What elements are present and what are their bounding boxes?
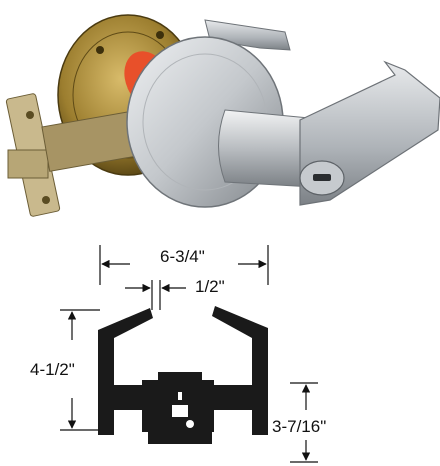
lockset-silhouette: [98, 306, 268, 444]
rose-projection-label: 3-7/16": [272, 417, 326, 436]
lever-gap-label: 1/2": [195, 277, 225, 296]
chassis-notch: [178, 392, 182, 400]
lever-height-label: 4-1/2": [30, 360, 75, 379]
latch-bolt: [7, 149, 49, 179]
keyway-icon: [313, 174, 331, 181]
chassis-hole: [186, 420, 194, 428]
lever-lockset-photo: [5, 14, 440, 217]
chassis-slot: [172, 405, 188, 417]
overall-width-label: 6-3/4": [160, 247, 205, 266]
